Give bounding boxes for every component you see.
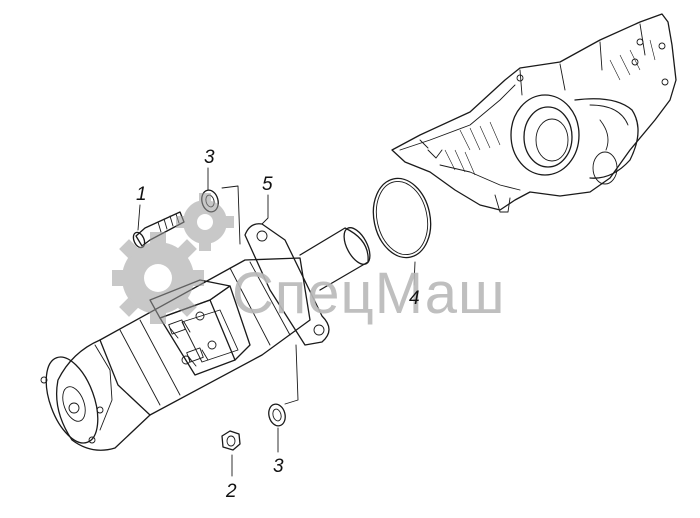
small-gear-icon <box>176 193 234 251</box>
watermark-text: СпецМаш <box>232 261 506 326</box>
washer-bottom <box>268 403 286 427</box>
callout-1: 1 <box>136 184 147 205</box>
callout-2: 2 <box>225 481 237 502</box>
o-ring <box>372 177 432 259</box>
callout-3-bottom: 3 <box>273 456 284 477</box>
leader-lines <box>137 167 416 477</box>
watermark <box>112 193 234 324</box>
callout-4: 4 <box>409 288 420 309</box>
flywheel-housing <box>391 13 677 213</box>
callout-5: 5 <box>262 174 273 195</box>
nut <box>221 430 241 451</box>
gear-icon <box>112 232 204 324</box>
callout-3-top: 3 <box>204 147 215 168</box>
starter-motor <box>40 223 371 451</box>
